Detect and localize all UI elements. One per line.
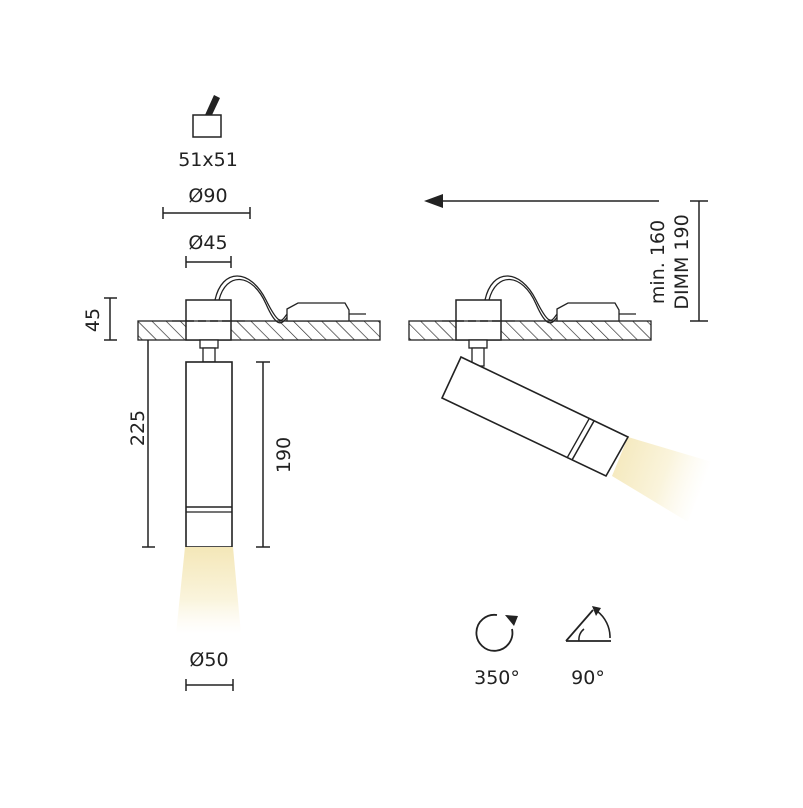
height-body-dimension — [256, 361, 270, 548]
light-beam-left — [176, 547, 241, 634]
light-beam-right — [612, 437, 712, 522]
arrow-left-icon — [424, 194, 659, 208]
cylinder-body-right — [440, 355, 630, 478]
height-body-label: 190 — [273, 437, 295, 473]
head-diameter-label: Ø50 — [189, 649, 228, 671]
left-view: 51x51 Ø90 Ø45 — [82, 95, 381, 691]
min-clearance-label: min. 160 — [647, 220, 669, 304]
mounting-base-right — [442, 299, 515, 341]
body-diameter-label: Ø45 — [188, 232, 227, 254]
tilt-label: 90° — [571, 667, 605, 689]
tilt-angle-icon — [565, 606, 611, 642]
cable-driver-right — [484, 275, 636, 324]
height-base-label: 45 — [82, 308, 104, 332]
square-mount-icon — [192, 95, 222, 138]
ceiling-section-left — [137, 320, 381, 341]
dimm-label: DIMM 190 — [671, 214, 693, 309]
rotation-label: 350° — [474, 667, 520, 689]
rotation-icon — [475, 613, 518, 652]
right-view: min. 160 DIMM 190 — [408, 194, 712, 689]
height-total-dimension — [142, 340, 155, 548]
height-total-label: 225 — [127, 410, 149, 446]
stem-right — [468, 339, 488, 367]
cylinder-body-left — [185, 361, 233, 548]
cable-driver-left — [214, 275, 366, 324]
ceiling-diameter-dimension — [162, 207, 251, 219]
mount-square-label: 51x51 — [178, 149, 238, 171]
ceiling-section-right — [408, 320, 652, 341]
stem-left — [199, 339, 219, 363]
clearance-dimension — [690, 200, 708, 322]
body-diameter-dimension — [185, 256, 232, 268]
head-diameter-dimension — [185, 679, 234, 691]
ceiling-diameter-label: Ø90 — [188, 185, 227, 207]
height-base-dimension — [104, 297, 117, 341]
